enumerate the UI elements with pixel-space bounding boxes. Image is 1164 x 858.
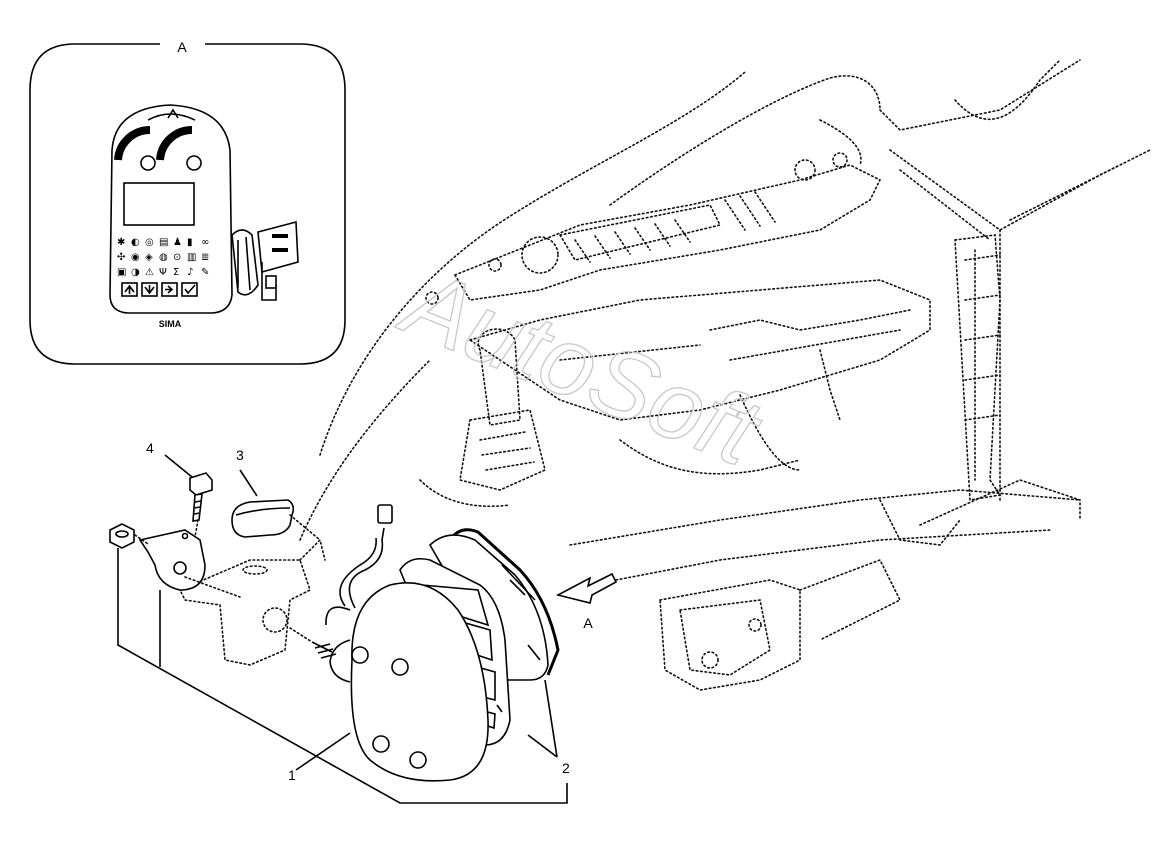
machine-outline — [178, 59, 1151, 691]
panel-buttons — [121, 282, 198, 297]
view-arrow-a: A — [555, 572, 618, 631]
part-1-display-unit — [311, 504, 489, 782]
callout-2: 2 — [562, 760, 570, 776]
svg-text:♪: ♪ — [187, 267, 193, 278]
svg-text:◉: ◉ — [131, 252, 140, 263]
svg-text:▥: ▥ — [187, 252, 196, 263]
part-4-bolt — [189, 472, 213, 522]
svg-text:✎: ✎ — [201, 267, 209, 278]
part-3-plug — [231, 499, 295, 538]
svg-text:⊙: ⊙ — [173, 252, 181, 263]
svg-text:Ψ: Ψ — [159, 267, 167, 278]
callout-3: 3 — [236, 447, 244, 463]
parts: A — [109, 472, 618, 782]
svg-text:✣: ✣ — [117, 252, 125, 263]
lcd-screen — [123, 182, 195, 226]
svg-text:◐: ◐ — [131, 237, 140, 248]
svg-text:✱: ✱ — [117, 237, 125, 248]
svg-text:≣: ≣ — [201, 252, 209, 263]
mounting-bracket — [138, 529, 206, 591]
svg-text:Σ: Σ — [173, 267, 179, 278]
svg-text:⚠: ⚠ — [145, 267, 154, 278]
svg-text:▤: ▤ — [159, 237, 168, 248]
callout-1: 1 — [288, 767, 296, 783]
svg-text:▮: ▮ — [187, 237, 193, 248]
leader-lines — [117, 454, 568, 804]
svg-text:♟: ♟ — [173, 237, 182, 248]
nut — [109, 523, 135, 549]
svg-text:◈: ◈ — [145, 252, 153, 263]
detail-view-title: A — [177, 39, 187, 55]
callout-4: 4 — [146, 440, 154, 456]
watermark: AutoSoft — [386, 247, 775, 487]
brand-logo: SIMA — [159, 319, 182, 329]
svg-text:◎: ◎ — [145, 237, 154, 248]
svg-text:◍: ◍ — [159, 252, 168, 263]
svg-text:◑: ◑ — [131, 267, 140, 278]
view-arrow-label: A — [583, 615, 593, 631]
svg-text:∞: ∞ — [201, 237, 209, 248]
svg-text:▣: ▣ — [117, 267, 126, 278]
